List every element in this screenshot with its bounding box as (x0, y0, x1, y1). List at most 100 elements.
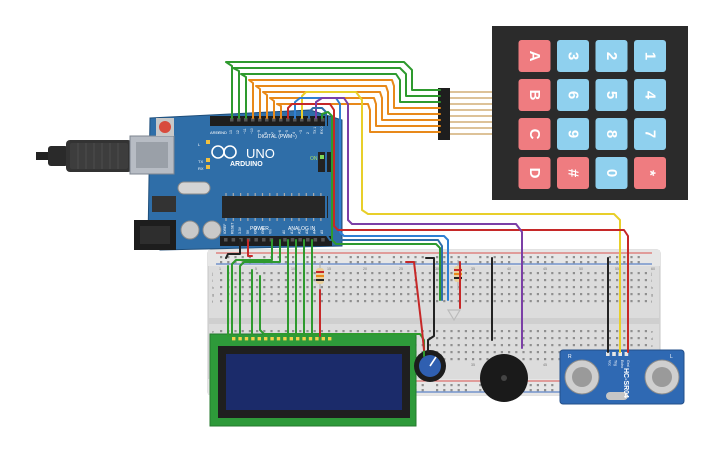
header-socket (298, 238, 302, 242)
rail-hole (457, 384, 460, 387)
breadboard-hole (342, 286, 345, 289)
rail-hole (479, 261, 482, 264)
breadboard-hole (248, 286, 251, 289)
keypad-key-face[interactable] (595, 40, 628, 72)
breadboard-hole (630, 344, 633, 347)
header-socket (313, 238, 318, 242)
header-socket (314, 118, 318, 122)
breadboard-hole (306, 300, 309, 303)
breadboard-hole (630, 293, 633, 296)
breadboard-hole (313, 286, 316, 289)
breadboard-hole (292, 279, 295, 282)
keypad-key-8[interactable]: 8 (595, 118, 628, 150)
breadboard-hole (299, 293, 302, 296)
keypad-key-face[interactable] (518, 40, 551, 72)
keypad-key-*[interactable]: * (634, 157, 666, 189)
breadboard-hole (486, 286, 489, 289)
analog-power-header (220, 236, 332, 246)
keypad-key-face[interactable] (634, 157, 666, 189)
breadboard-hole (385, 330, 388, 333)
breadboard-hole (464, 358, 467, 361)
header-socket (283, 238, 287, 242)
led[interactable] (446, 309, 462, 322)
keypad-key-3[interactable]: 3 (557, 40, 589, 72)
breadboard-hole (536, 330, 539, 333)
keypad-key-B[interactable]: B (518, 79, 551, 111)
rail-hole (544, 261, 547, 264)
breadboard-hole (220, 272, 223, 275)
keypad-key-face[interactable] (557, 118, 589, 150)
keypad-key-face[interactable] (518, 118, 551, 150)
breadboard-hole (270, 300, 273, 303)
breadboard-hole (464, 344, 467, 347)
breadboard-hole (436, 300, 439, 303)
potentiometer[interactable] (414, 350, 446, 382)
keypad-key-face[interactable] (595, 157, 628, 189)
keypad-key-face[interactable] (518, 79, 551, 111)
keypad-key-7[interactable]: 7 (634, 118, 666, 150)
breadboard-hole (335, 286, 338, 289)
rail-hole (436, 389, 439, 392)
resistor-1[interactable] (316, 262, 324, 290)
breadboard-hole (601, 272, 604, 275)
keypad-key-face[interactable] (557, 79, 589, 111)
keypad-key-C[interactable]: C (518, 118, 551, 150)
reset-button[interactable] (159, 121, 171, 133)
arduino-uno-board[interactable]: ARDUINO UNO DIGITAL (PWM~) POWER ANALOG … (36, 109, 343, 251)
breadboard-hole (457, 286, 460, 289)
breadboard-hole (500, 279, 503, 282)
sensor-pin-label: Trig (614, 360, 618, 366)
keypad-key-face[interactable] (595, 79, 628, 111)
on-label: ON (310, 156, 318, 162)
breadboard-hole (356, 286, 359, 289)
keypad-key-9[interactable]: 9 (557, 118, 589, 150)
keypad-4x4[interactable]: 1 4 7 * 2 5 8 0 3 6 9 # ABC D (438, 26, 688, 200)
breadboard-hole (479, 330, 482, 333)
breadboard-hole (623, 279, 626, 282)
keypad-key-face[interactable] (518, 157, 551, 189)
keypad-key-2[interactable]: 2 (595, 40, 628, 72)
keypad-key-5[interactable]: 5 (595, 79, 628, 111)
breadboard-row-letter: j (650, 272, 652, 276)
keypad-key-D[interactable]: D (518, 157, 551, 189)
breadboard-hole (594, 293, 597, 296)
breadboard-hole (587, 337, 590, 340)
breadboard-hole (515, 272, 518, 275)
breadboard-hole (608, 300, 611, 303)
arduino-brand: ARDUINO (230, 161, 263, 168)
keypad-key-6[interactable]: 6 (557, 79, 589, 111)
keypad-key-label: D (526, 168, 543, 179)
breadboard-hole (436, 272, 439, 275)
rail-hole (536, 261, 539, 264)
rail-hole (536, 256, 539, 259)
keypad-key-face[interactable] (557, 40, 589, 72)
rail-hole (407, 256, 410, 259)
keypad-key-4[interactable]: 4 (634, 79, 666, 111)
breadboard-hole (493, 293, 496, 296)
keypad-key-face[interactable] (595, 118, 628, 150)
breadboard-hole (428, 272, 431, 275)
rail-hole (263, 256, 266, 259)
keypad-key-#[interactable]: # (557, 157, 589, 189)
breadboard-hole (263, 279, 266, 282)
breadboard-hole (464, 272, 467, 275)
keypad-key-0[interactable]: 0 (595, 157, 628, 189)
rail-hole (292, 256, 295, 259)
keypad-key-1[interactable]: 1 (634, 40, 666, 72)
breadboard-hole (644, 279, 647, 282)
rail-hole (414, 256, 417, 259)
gnd-label: GND (218, 130, 227, 135)
keypad-key-face[interactable] (634, 40, 666, 72)
breadboard-hole (256, 286, 259, 289)
power-analog-pin-label: 5V (246, 229, 250, 234)
breadboard-hole (443, 330, 446, 333)
keypad-key-face[interactable] (634, 118, 666, 150)
keypad-key-face[interactable] (634, 79, 666, 111)
keypad-key-face[interactable] (557, 157, 589, 189)
lcd-16x2[interactable] (209, 333, 417, 427)
keypad-key-A[interactable]: A (518, 40, 551, 72)
piezo-buzzer[interactable] (480, 354, 528, 402)
breadboard-hole (392, 279, 395, 282)
breadboard-hole (371, 300, 374, 303)
